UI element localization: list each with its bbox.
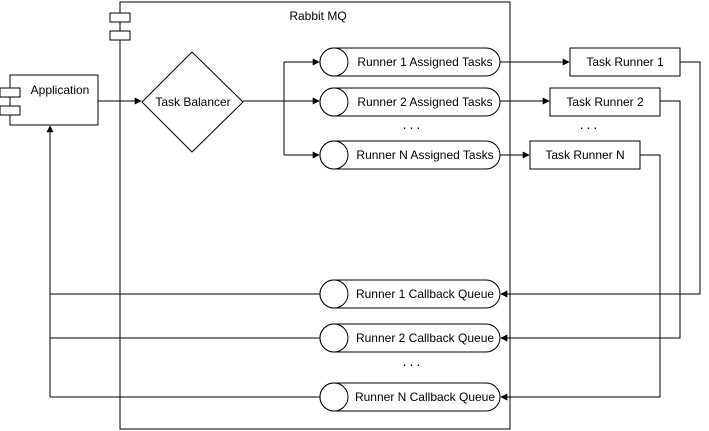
queue-label: Runner N Callback Queue: [355, 390, 495, 404]
edge-runner-1-to-callback-1: [500, 61, 701, 298]
edge-runner-2-to-callback-2: [500, 100, 681, 342]
runner-label: Task Runner 2: [566, 95, 644, 109]
runner-label: Task Runner 1: [586, 55, 664, 69]
application-label: Application: [31, 83, 90, 97]
assigned-queue: Runner 2 Assigned Tasks: [319, 87, 501, 117]
task-balancer: Task Balancer: [141, 51, 244, 153]
edge-runner-n-to-callback-n: [500, 154, 661, 401]
component-icon: [109, 12, 131, 23]
runner-label: Task Runner N: [545, 148, 624, 162]
queue-label: Runner 2 Callback Queue: [356, 331, 494, 345]
application-component: Application: [0, 74, 99, 126]
task-runner: Task Runner 2: [549, 87, 661, 117]
ellipsis: ...: [403, 353, 424, 369]
task-balancer-label: Task Balancer: [155, 95, 230, 109]
queue-label: Runner 2 Assigned Tasks: [357, 95, 492, 109]
ellipsis: ...: [403, 116, 424, 132]
queue-label: Runner 1 Callback Queue: [356, 287, 494, 301]
component-icon: [0, 105, 21, 116]
callback-queue: Runner 2 Callback Queue: [319, 323, 501, 353]
callback-queue: Runner 1 Callback Queue: [319, 279, 501, 309]
queue-label: Runner N Assigned Tasks: [356, 148, 493, 162]
ellipsis: ...: [580, 116, 601, 132]
task-runner: Task Runner 1: [569, 47, 681, 77]
queue-label: Runner 1 Assigned Tasks: [357, 55, 492, 69]
connector-lines: [46, 58, 701, 401]
component-icon: [0, 87, 21, 98]
task-runner: Task Runner N: [529, 140, 641, 170]
assigned-queue: Runner 1 Assigned Tasks: [319, 47, 501, 77]
callback-queue: Runner N Callback Queue: [319, 382, 501, 412]
assigned-queue: Runner N Assigned Tasks: [319, 140, 501, 170]
component-icon: [109, 30, 131, 41]
rabbit-mq-title: Rabbit MQ: [289, 9, 346, 23]
